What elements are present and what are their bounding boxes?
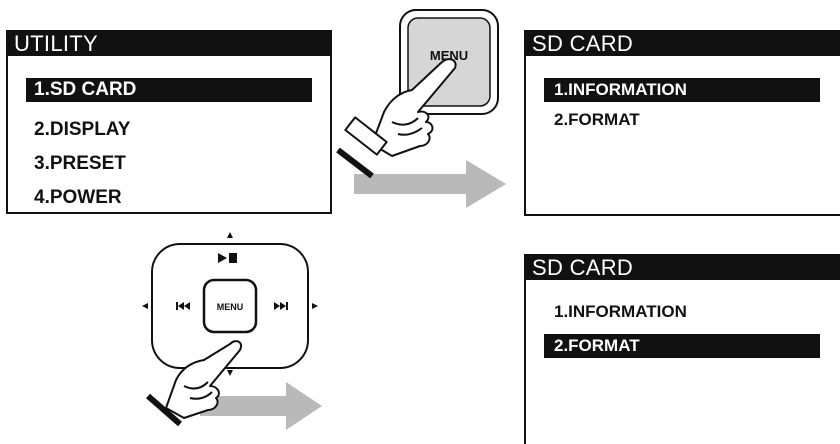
skip-forward-icon[interactable] (274, 302, 288, 310)
sd-card-screen-bottom: SD CARD 1.INFORMATION 2.FORMAT (524, 254, 840, 444)
sd-card-top-title: SD CARD (526, 32, 840, 56)
utility-item-display[interactable]: 2.DISPLAY (34, 119, 131, 140)
sd-card-bottom-title: SD CARD (526, 256, 840, 280)
dpad-menu-label: MENU (217, 302, 244, 312)
menu-key-label: MENU (430, 48, 468, 63)
sd-card-top-item-format[interactable]: 2.FORMAT (554, 110, 640, 129)
illustration-layer: MENU (142, 9, 506, 430)
utility-item-preset[interactable]: 3.PRESET (34, 153, 126, 174)
play-pause-icon[interactable] (218, 253, 237, 263)
skip-back-icon[interactable] (176, 302, 190, 310)
sd-card-bottom-item-format[interactable]: 2.FORMAT (544, 334, 820, 358)
pointing-hand-icon-top (336, 58, 457, 179)
right-arrow-icon-top (354, 160, 506, 208)
dpad-control: MENU (142, 232, 318, 376)
utility-screen: UTILITY 1.SD CARD 2.DISPLAY 3.PRESET 4.P… (6, 30, 332, 214)
pointing-hand-icon-bottom (146, 340, 242, 427)
utility-item-sd-card[interactable]: 1.SD CARD (26, 78, 312, 102)
right-arrow-icon-bottom (200, 382, 322, 430)
sd-card-screen-top: SD CARD 1.INFORMATION 2.FORMAT (524, 30, 840, 216)
utility-item-power[interactable]: 4.POWER (34, 187, 122, 208)
sd-card-bottom-item-information[interactable]: 1.INFORMATION (554, 302, 687, 321)
utility-screen-title: UTILITY (8, 32, 330, 56)
dpad-menu-button[interactable]: MENU (202, 278, 258, 334)
sd-card-top-item-information[interactable]: 1.INFORMATION (544, 78, 820, 102)
